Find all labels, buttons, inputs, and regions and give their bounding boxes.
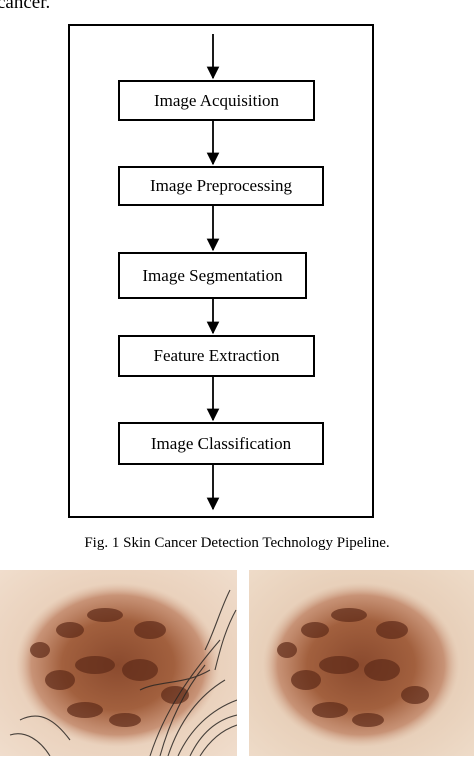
step-image-classification: Image Classification xyxy=(118,422,324,465)
step-image-preprocessing: Image Preprocessing xyxy=(118,166,324,206)
step-image-segmentation: Image Segmentation xyxy=(118,252,307,299)
pipeline-arrows xyxy=(206,34,220,511)
lesion-image-hair-removed xyxy=(249,570,474,756)
lesion-image-with-hair xyxy=(0,570,237,756)
step-feature-extraction: Feature Extraction xyxy=(118,335,315,377)
step-image-acquisition: Image Acquisition xyxy=(118,80,315,121)
pipeline-frame xyxy=(68,24,374,518)
figure-caption: Fig. 1 Skin Cancer Detection Technology … xyxy=(84,535,390,551)
intro-text-fragment: cancer. xyxy=(0,0,51,13)
